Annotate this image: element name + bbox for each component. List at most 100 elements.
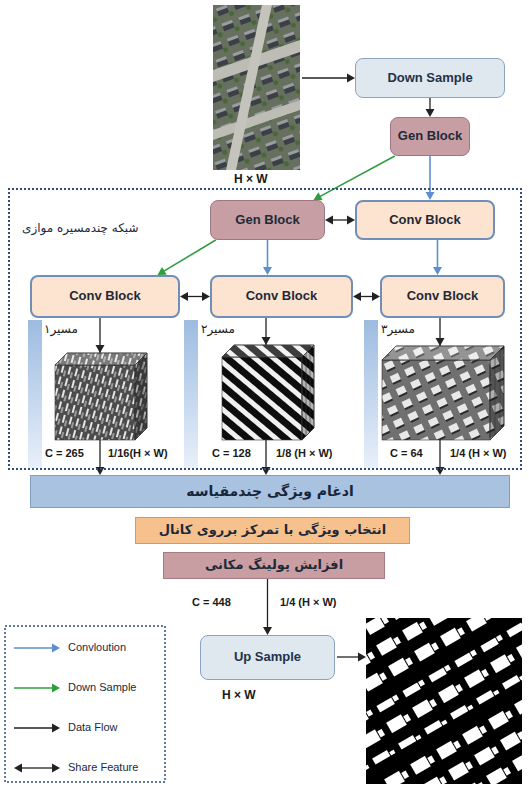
feature-map: [135, 353, 147, 440]
arrowhead: [433, 267, 442, 275]
feature-map: [500, 350, 501, 430]
connector: [426, 156, 435, 200]
legend-text: Data Flow: [68, 721, 118, 734]
connector: [353, 292, 380, 301]
gen-block: Gen Block: [210, 200, 325, 240]
legend-text: Share Feature: [68, 761, 138, 774]
legend-frame: [5, 626, 165, 782]
arrowhead: [325, 216, 333, 225]
connector: [180, 292, 210, 301]
connector: [263, 579, 272, 635]
arrowhead: [353, 292, 361, 301]
arrowhead: [158, 267, 167, 275]
legend-sample: [14, 727, 52, 728]
fusion-band: ادغام ویژگی چندمقیاسه: [30, 475, 510, 508]
building-mask: [366, 618, 522, 784]
conv-block: Conv Block: [380, 275, 505, 318]
box-label: Down Sample: [387, 71, 472, 86]
legend-text: Down Sample: [68, 681, 136, 694]
aerial-photo: [213, 100, 300, 140]
connector: [158, 240, 216, 275]
feature-map: [55, 345, 504, 440]
feature-map: [135, 353, 147, 440]
feature-map: [310, 349, 311, 432]
legend-sample: [14, 764, 22, 773]
feature-map: [139, 361, 140, 436]
connector: [426, 98, 435, 117]
flow-arrow: [347, 74, 355, 83]
connector: [314, 156, 395, 200]
path-label: مسیر۲: [201, 322, 235, 336]
arrowhead: [314, 192, 323, 200]
box-label: Conv Block: [69, 289, 141, 304]
feature-map: [382, 360, 490, 440]
feature-map: [490, 346, 504, 440]
path-ribbon: [184, 320, 198, 468]
legend-sample: [52, 764, 60, 773]
size-label: H × W: [222, 688, 256, 702]
connector-line: [186, 296, 204, 297]
conv-block: Conv Block: [30, 275, 180, 318]
aerial-photo: [226, 5, 272, 170]
size-label: 1/4 (H × W): [450, 447, 507, 460]
conv-block: Conv Block: [210, 275, 353, 318]
arrowhead: [426, 192, 435, 200]
path-ribbon: [364, 320, 378, 468]
sample-box: Up Sample: [200, 635, 335, 680]
building-mask: [366, 680, 522, 780]
flow-arrowhead: [96, 337, 445, 353]
legend-sample: [14, 644, 60, 773]
legend-sample: [14, 647, 52, 649]
feature-map: [382, 346, 504, 360]
size-label: 1/16(H × W): [108, 447, 168, 460]
connector-line: [319, 156, 395, 197]
feature-map: [55, 365, 135, 440]
flow-arrowhead: [96, 345, 105, 353]
box-label: ادغام ویژگی چندمقیاسه: [186, 483, 354, 499]
feature-map: [222, 357, 302, 440]
gen-block: Gen Block: [390, 117, 470, 156]
feature-map: [55, 353, 147, 365]
feature-map: [302, 345, 314, 440]
box-label: Gen Block: [398, 129, 462, 144]
arrowhead: [202, 292, 210, 301]
selection-band: انتخاب ویژگی با تمرکز برروی کانال: [135, 517, 410, 544]
legend-frame: [5, 626, 165, 782]
box-label: Up Sample: [234, 650, 301, 665]
feature-map: [382, 346, 504, 360]
connector: [325, 216, 355, 225]
legend-sample: [52, 724, 60, 733]
legend-text: Convloution: [68, 641, 126, 654]
channel-count: C = 265: [45, 447, 84, 460]
path-ribbon: [28, 320, 378, 468]
box-label: انتخاب ویژگی با تمرکز برروی کانال: [159, 523, 386, 538]
flow-arrowhead: [262, 337, 271, 345]
arrowhead: [263, 267, 272, 275]
channel-count: C = 64: [390, 447, 423, 460]
region-title: شبکه چندمسیره موازی: [22, 222, 139, 236]
building-mask: [366, 618, 522, 784]
box-label: Conv Block: [389, 213, 461, 228]
feature-map: [306, 353, 307, 436]
feature-map: [222, 345, 314, 357]
arrowhead: [372, 292, 380, 301]
aerial-photo: [213, 5, 300, 170]
feature-map: [143, 357, 144, 432]
aerial-photo: [213, 5, 300, 170]
flow-arrow: [302, 77, 347, 78]
box-label: افزایش پولینگ مکانی: [205, 558, 343, 573]
connector-line: [359, 296, 374, 297]
feature-map: [222, 345, 314, 357]
box-label: Conv Block: [246, 289, 318, 304]
arrowhead: [426, 109, 435, 117]
legend-sample: [22, 767, 52, 768]
connector-line: [437, 240, 439, 269]
pooling-band: افزایش پولینگ مکانی: [163, 552, 385, 579]
connector: [263, 240, 272, 275]
feature-map: [490, 346, 504, 440]
flow-arrowhead: [436, 338, 445, 346]
connector-line: [267, 579, 268, 629]
size-label: 1/4 (H × W): [280, 596, 337, 609]
channel-count: C = 128: [212, 447, 251, 460]
sample-box: Down Sample: [355, 58, 505, 98]
